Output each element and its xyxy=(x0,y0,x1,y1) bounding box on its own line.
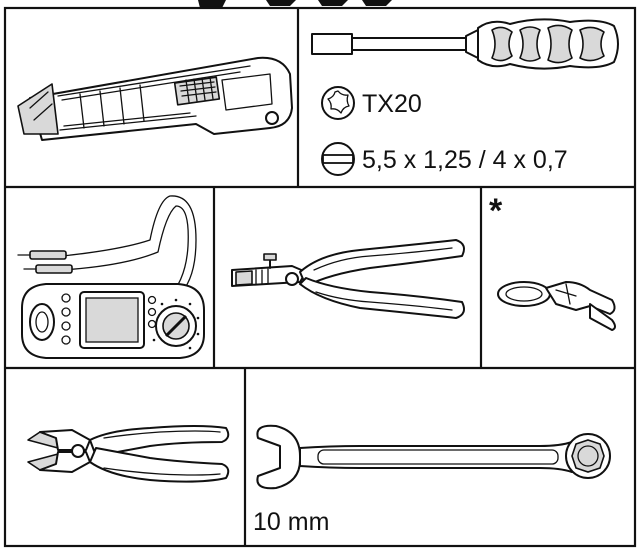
wire-stripper-icon xyxy=(231,239,465,319)
header-fragment xyxy=(198,0,392,8)
combination-wrench-icon xyxy=(256,424,611,490)
grid-lines xyxy=(3,6,637,548)
screwdriver-icon xyxy=(311,18,619,70)
wrench-size-label: 10 mm xyxy=(253,508,330,536)
flat-blade-icon xyxy=(321,142,355,176)
flat-blade-label: 5,5 x 1,25 / 4 x 0,7 xyxy=(362,146,568,174)
cable-tie-icon xyxy=(497,281,616,331)
utility-knife-icon xyxy=(17,56,293,141)
multimeter-icon xyxy=(17,195,205,359)
torx-label: TX20 xyxy=(362,90,422,118)
footnote-asterisk: * xyxy=(489,192,503,230)
diagonal-cutter-icon xyxy=(27,425,230,483)
torx-icon xyxy=(321,86,355,120)
